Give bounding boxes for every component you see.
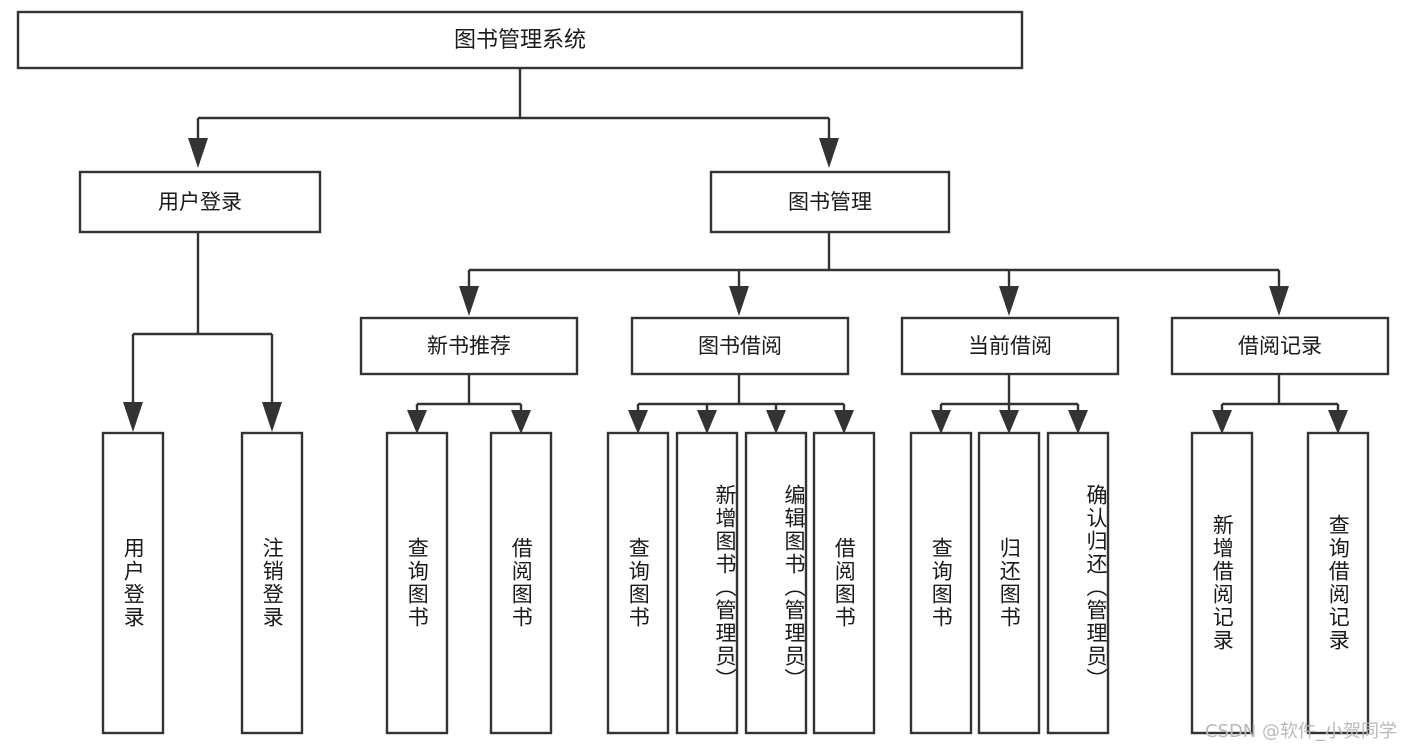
arrow-head-bb-leaf-4 xyxy=(834,410,854,434)
node-box-borrow-record[interactable] xyxy=(1170,316,1390,376)
node-box-leaf-logout[interactable] xyxy=(240,431,304,735)
connector-group-book-manage xyxy=(459,232,1289,316)
arrow-head-cb-leaf-1 xyxy=(931,410,951,434)
arrow-head-cb-leaf-2 xyxy=(999,410,1019,434)
node-box-leaf-cb-3[interactable] xyxy=(1046,431,1110,735)
connector-group-borrow-record xyxy=(1212,374,1348,434)
arrow-head-br-leaf-1 xyxy=(1212,410,1232,434)
node-box-current-borrow[interactable] xyxy=(900,316,1120,376)
node-box-leaf-br-2[interactable] xyxy=(1306,431,1370,735)
node-label-borrow-record: 借阅记录 xyxy=(1238,334,1322,358)
node-label-book-borrow: 图书借阅 xyxy=(698,334,782,358)
connector-group-current-borrow xyxy=(931,374,1088,434)
arrow-head-bb-leaf-3 xyxy=(766,410,786,434)
arrow-head-book-manage xyxy=(819,138,839,168)
arrow-head-leaf-logout xyxy=(262,402,282,432)
node-box-leaf-user-login[interactable] xyxy=(101,431,165,735)
connector-group-user-login xyxy=(123,232,282,432)
connector-group-book-borrow xyxy=(628,374,854,434)
node-box-book-borrow[interactable] xyxy=(630,316,850,376)
arrow-head-current-borrow xyxy=(999,286,1019,316)
node-label-current-borrow: 当前借阅 xyxy=(968,334,1052,358)
node-box-leaf-cb-1[interactable] xyxy=(909,431,973,735)
node-box-leaf-bb-2[interactable] xyxy=(675,431,739,735)
arrow-head-nbr-leaf-2 xyxy=(511,410,531,434)
node-box-leaf-br-1[interactable] xyxy=(1190,431,1254,735)
node-box-leaf-bb-1[interactable] xyxy=(606,431,670,735)
arrow-head-user-login xyxy=(188,138,208,168)
arrow-head-cb-leaf-3 xyxy=(1068,410,1088,434)
arrow-head-bb-leaf-1 xyxy=(628,410,648,434)
arrow-head-book-borrow xyxy=(729,286,749,316)
connector-group-root xyxy=(188,68,839,168)
node-label-new-book-recommend: 新书推荐 xyxy=(427,334,511,358)
arrow-head-new-book-recommend xyxy=(459,286,479,316)
node-label-book-manage: 图书管理 xyxy=(788,190,872,214)
connector-group-new-book-recommend xyxy=(407,374,531,434)
node-box-leaf-cb-2[interactable] xyxy=(977,431,1041,735)
node-box-leaf-bb-4[interactable] xyxy=(812,431,876,735)
node-label-user-login: 用户登录 xyxy=(158,190,242,214)
node-box-root[interactable] xyxy=(16,10,1024,70)
node-box-new-book-recommend[interactable] xyxy=(359,316,579,376)
arrow-head-bb-leaf-2 xyxy=(697,410,717,434)
node-box-leaf-bb-3[interactable] xyxy=(744,431,808,735)
arrow-head-leaf-user-login xyxy=(123,402,143,432)
watermark-text: CSDN @软件_小贺同学 xyxy=(1204,721,1397,742)
arrow-head-nbr-leaf-1 xyxy=(407,410,427,434)
arrow-head-borrow-record xyxy=(1269,286,1289,316)
node-box-leaf-nbr-1[interactable] xyxy=(385,431,449,735)
arrow-head-br-leaf-2 xyxy=(1328,410,1348,434)
node-label-root: 图书管理系统 xyxy=(454,28,586,53)
node-box-book-manage[interactable] xyxy=(709,170,951,234)
node-box-user-login[interactable] xyxy=(78,170,322,234)
node-box-leaf-nbr-2[interactable] xyxy=(489,431,553,735)
